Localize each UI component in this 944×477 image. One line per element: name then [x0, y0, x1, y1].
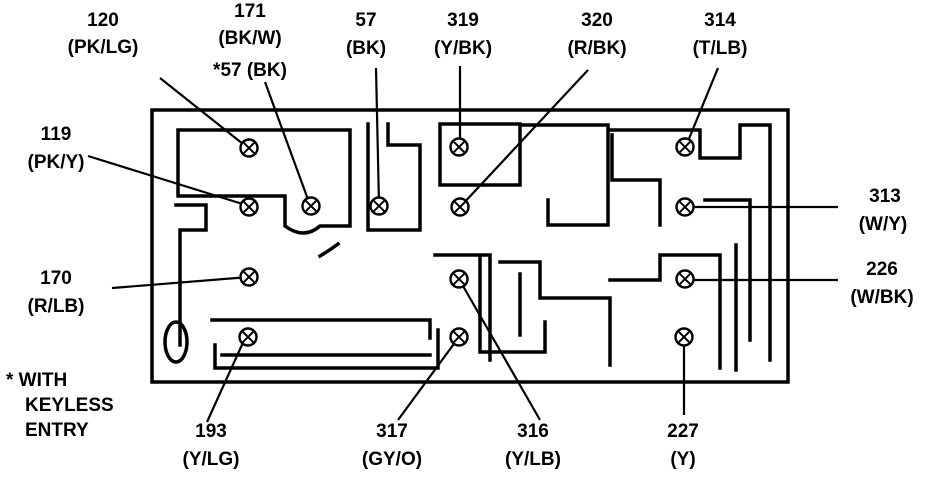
- label-119-circuit: 119: [41, 124, 72, 145]
- label-120-color: (PK/LG): [68, 37, 139, 58]
- label-317-circuit: 317: [376, 421, 408, 442]
- label-316-color: (Y/LB): [505, 449, 561, 470]
- terminal-226: [675, 269, 695, 289]
- label-226-circuit: 226: [866, 259, 898, 280]
- footnote-line-1: * WITH: [6, 370, 67, 391]
- label-313-circuit: 313: [869, 186, 901, 207]
- label-57-color: (BK): [346, 38, 386, 59]
- label-57-circuit: 57: [355, 10, 376, 31]
- terminal-labels: 120 (PK/LG) 171 (BK/W) *57 (BK) 57 (BK) …: [28, 1, 914, 470]
- terminals: [238, 137, 695, 347]
- label-193-circuit: 193: [195, 421, 227, 442]
- label-319-color: (Y/BK): [434, 38, 492, 59]
- label-227-circuit: 227: [667, 421, 699, 442]
- footnote-line-2: KEYLESS: [25, 395, 114, 416]
- label-313-color: (W/Y): [859, 214, 908, 235]
- label-120-circuit: 120: [87, 10, 119, 31]
- label-319-circuit: 319: [447, 10, 479, 31]
- label-314-circuit: 314: [704, 10, 736, 31]
- leader-lines: [87, 66, 838, 423]
- label-119-color: (PK/Y): [28, 152, 85, 173]
- terminal-227: [674, 327, 694, 347]
- label-170-color: (R/LB): [28, 296, 85, 317]
- footnote: * WITH KEYLESS ENTRY: [6, 370, 114, 441]
- label-316-circuit: 316: [517, 421, 549, 442]
- label-170-circuit: 170: [40, 268, 72, 289]
- terminal-314: [675, 137, 695, 157]
- footnote-line-3: ENTRY: [25, 420, 89, 441]
- terminal-313: [675, 197, 695, 217]
- label-171-circuit: 171: [234, 1, 266, 22]
- terminal-170: [239, 267, 259, 287]
- label-193-color: (Y/LG): [183, 449, 240, 470]
- label-320-circuit: 320: [581, 10, 613, 31]
- terminal-119: [239, 197, 259, 217]
- label-171-alt: *57 (BK): [213, 60, 287, 81]
- terminal-171: [301, 196, 321, 216]
- terminal-319: [449, 137, 469, 157]
- terminal-120: [239, 138, 259, 158]
- terminal-317: [449, 327, 469, 347]
- mounting-slot: [163, 320, 189, 364]
- label-171-color: (BK/W): [218, 28, 281, 49]
- label-317-color: (GY/O): [362, 449, 422, 470]
- terminal-320: [450, 197, 470, 217]
- label-320-color: (R/BK): [567, 38, 626, 59]
- circuit-traces: [163, 122, 772, 372]
- terminal-193: [238, 327, 258, 347]
- label-227-color: (Y): [670, 449, 695, 470]
- terminal-316: [449, 269, 469, 289]
- label-314-color: (T/LB): [693, 38, 748, 59]
- terminal-57: [369, 196, 389, 216]
- label-226-color: (W/BK): [850, 287, 913, 308]
